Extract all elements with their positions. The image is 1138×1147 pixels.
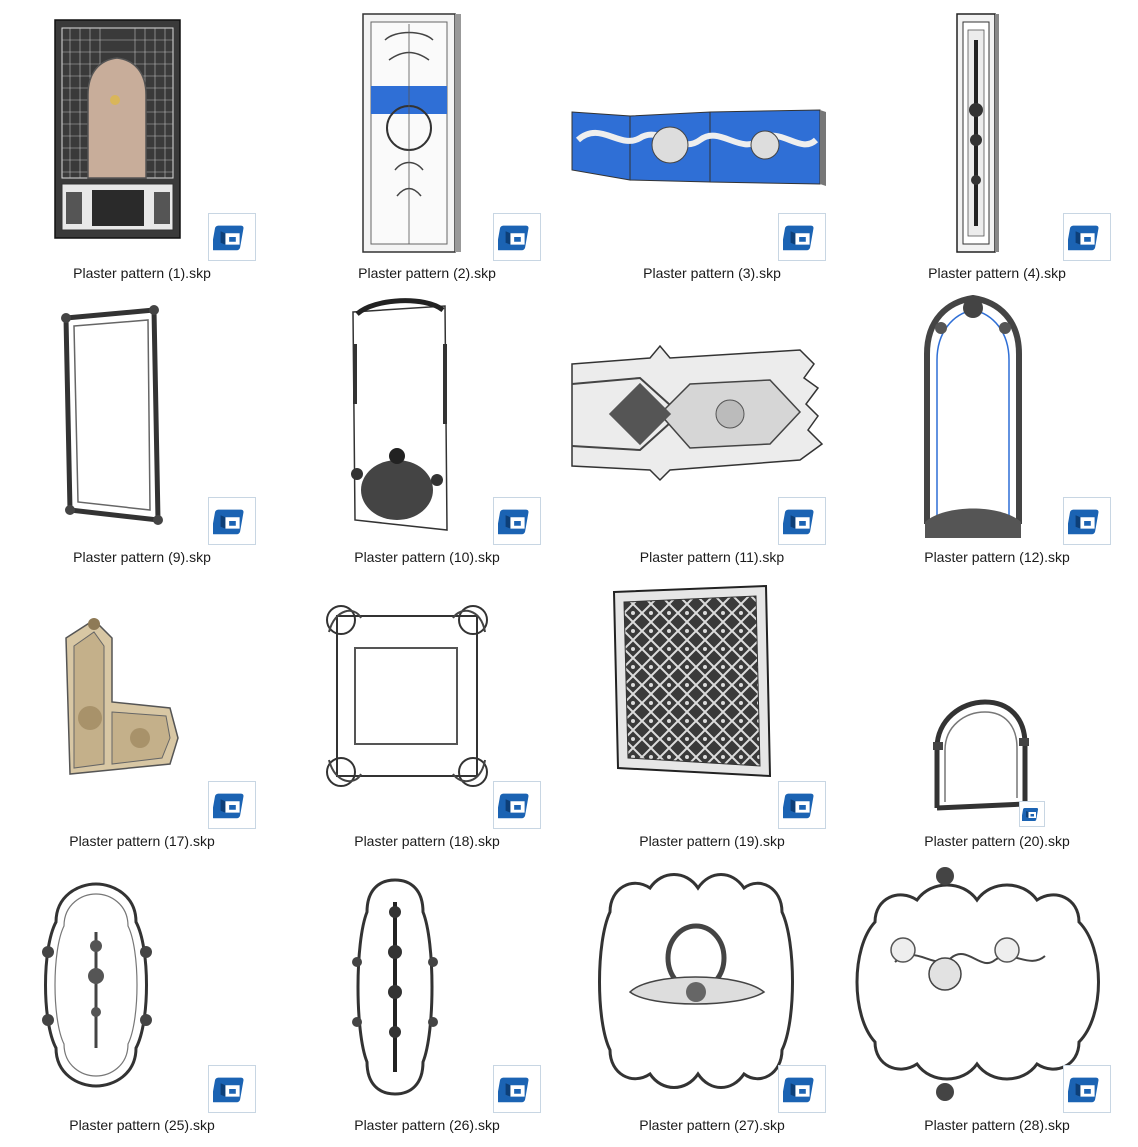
sketchup-icon bbox=[208, 781, 256, 829]
file-name: Plaster pattern (20).skp bbox=[924, 833, 1070, 849]
sketchup-icon bbox=[778, 781, 826, 829]
file-tile[interactable]: Plaster pattern (3).skp bbox=[570, 0, 854, 284]
thumbnail-image-18 bbox=[326, 605, 488, 787]
file-name: Plaster pattern (3).skp bbox=[643, 265, 781, 281]
thumbnail bbox=[855, 568, 1138, 830]
thumbnail bbox=[855, 0, 1138, 262]
thumbnail-image-27 bbox=[598, 873, 794, 1089]
file-tile[interactable]: Plaster pattern (4).skp bbox=[855, 0, 1138, 284]
sketchup-icon bbox=[493, 497, 541, 545]
thumbnail-image-28 bbox=[855, 867, 1100, 1101]
sketchup-icon bbox=[493, 781, 541, 829]
file-name: Plaster pattern (9).skp bbox=[73, 549, 211, 565]
thumbnail bbox=[285, 0, 569, 262]
file-name: Plaster pattern (11).skp bbox=[639, 549, 785, 565]
file-name: Plaster pattern (17).skp bbox=[69, 833, 215, 849]
thumbnail-image-17 bbox=[65, 618, 179, 775]
file-tile[interactable]: Plaster pattern (26).skp bbox=[285, 852, 569, 1136]
file-tile[interactable]: Plaster pattern (9).skp bbox=[0, 284, 284, 568]
file-name: Plaster pattern (26).skp bbox=[354, 1117, 500, 1133]
file-tile[interactable]: Plaster pattern (18).skp bbox=[285, 568, 569, 852]
thumbnail bbox=[855, 852, 1138, 1114]
file-tile[interactable]: Plaster pattern (20).skp bbox=[855, 568, 1138, 852]
thumbnail-image-2 bbox=[362, 13, 461, 253]
file-name: Plaster pattern (2).skp bbox=[358, 265, 496, 281]
file-tile[interactable]: Plaster pattern (2).skp bbox=[285, 0, 569, 284]
sketchup-icon bbox=[1063, 497, 1111, 545]
sketchup-icon bbox=[493, 1065, 541, 1113]
sketchup-icon bbox=[208, 1065, 256, 1113]
file-name: Plaster pattern (28).skp bbox=[924, 1117, 1070, 1133]
thumbnail bbox=[285, 568, 569, 830]
thumbnail bbox=[570, 568, 854, 830]
file-name: Plaster pattern (4).skp bbox=[928, 265, 1066, 281]
file-name: Plaster pattern (19).skp bbox=[639, 833, 785, 849]
sketchup-icon bbox=[208, 213, 256, 261]
sketchup-icon bbox=[778, 1065, 826, 1113]
sketchup-icon bbox=[1063, 1065, 1111, 1113]
sketchup-icon bbox=[778, 213, 826, 261]
file-tile[interactable]: Plaster pattern (12).skp bbox=[855, 284, 1138, 568]
sketchup-icon bbox=[1063, 213, 1111, 261]
thumbnail bbox=[285, 284, 569, 546]
file-tile[interactable]: Plaster pattern (11).skp bbox=[570, 284, 854, 568]
thumbnail-image-4 bbox=[956, 13, 999, 253]
thumbnail bbox=[0, 0, 284, 262]
thumbnail bbox=[570, 852, 854, 1114]
thumbnail-image-9 bbox=[61, 305, 163, 525]
thumbnail-image-10 bbox=[351, 298, 448, 531]
thumbnail-image-19 bbox=[612, 584, 772, 778]
thumbnail-image-25 bbox=[42, 882, 152, 1088]
file-name: Plaster pattern (18).skp bbox=[354, 833, 500, 849]
thumbnail-image-1 bbox=[54, 19, 181, 239]
file-tile[interactable]: Plaster pattern (25).skp bbox=[0, 852, 284, 1136]
sketchup-icon bbox=[778, 497, 826, 545]
thumbnail bbox=[855, 284, 1138, 546]
thumbnail bbox=[0, 852, 284, 1114]
file-name: Plaster pattern (27).skp bbox=[639, 1117, 785, 1133]
thumbnail-image-12 bbox=[924, 294, 1022, 538]
file-name: Plaster pattern (1).skp bbox=[73, 265, 211, 281]
file-tile[interactable]: Plaster pattern (27).skp bbox=[570, 852, 854, 1136]
file-name: Plaster pattern (12).skp bbox=[924, 549, 1070, 565]
thumbnail bbox=[0, 568, 284, 830]
thumbnail bbox=[570, 0, 854, 262]
thumbnail-image-11 bbox=[571, 344, 824, 482]
thumbnail bbox=[570, 284, 854, 546]
sketchup-icon bbox=[208, 497, 256, 545]
file-name: Plaster pattern (10).skp bbox=[354, 549, 500, 565]
sketchup-icon bbox=[493, 213, 541, 261]
file-tile[interactable]: Plaster pattern (10).skp bbox=[285, 284, 569, 568]
file-name: Plaster pattern (25).skp bbox=[69, 1117, 215, 1133]
file-tile[interactable]: Plaster pattern (17).skp bbox=[0, 568, 284, 852]
thumbnail bbox=[285, 852, 569, 1114]
thumbnail-image-3 bbox=[571, 109, 826, 186]
sketchup-icon bbox=[1019, 801, 1045, 827]
thumbnail bbox=[0, 284, 284, 546]
file-tile[interactable]: Plaster pattern (1).skp bbox=[0, 0, 284, 284]
file-tile[interactable]: Plaster pattern (28).skp bbox=[855, 852, 1138, 1136]
thumbnail-image-20 bbox=[933, 699, 1029, 811]
thumbnail-image-26 bbox=[352, 878, 438, 1096]
file-tile[interactable]: Plaster pattern (19).skp bbox=[570, 568, 854, 852]
